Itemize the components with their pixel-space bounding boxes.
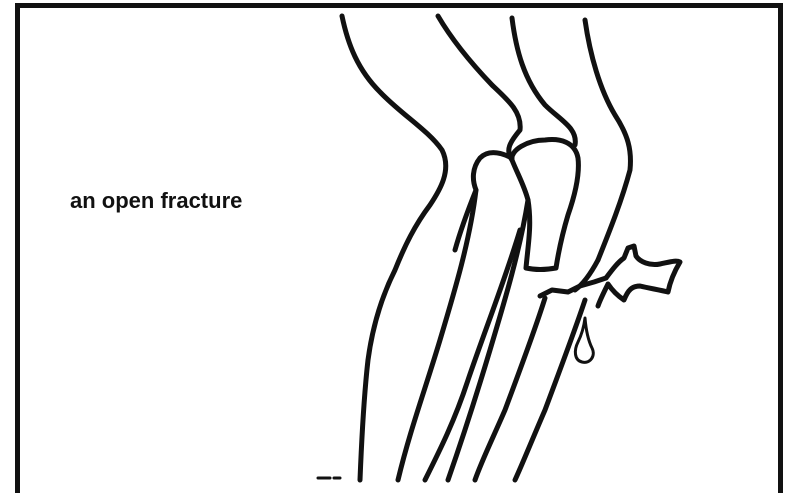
fractured-shaft-2 (515, 300, 585, 480)
thigh-back-contour (342, 16, 446, 480)
fibula-line (425, 230, 520, 480)
fracture-break-line (540, 278, 606, 296)
knee-condyle (512, 140, 579, 270)
thigh-front-contour (585, 20, 630, 260)
tibia-plateau (455, 153, 512, 250)
protruding-bone-fragment (598, 246, 680, 306)
femur-line-1 (438, 16, 520, 160)
